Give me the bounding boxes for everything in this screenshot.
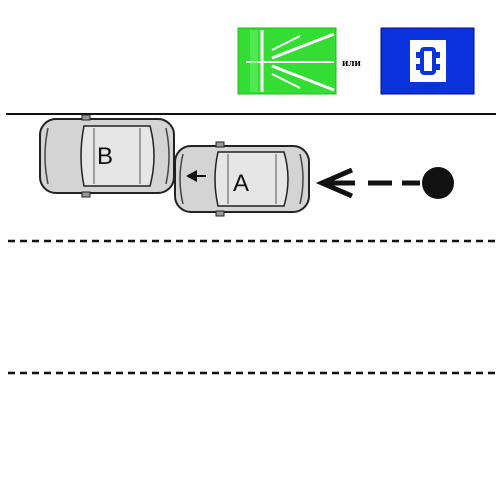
turn-signal-arrow-icon bbox=[186, 170, 206, 182]
green-sign-lane-lines bbox=[246, 30, 335, 92]
or-label: или bbox=[342, 57, 362, 69]
start-point-dot bbox=[422, 167, 454, 199]
car-a-label: A bbox=[233, 170, 249, 197]
movement-arrow bbox=[315, 167, 454, 199]
car-b-label: B bbox=[97, 143, 113, 170]
car-a: A bbox=[174, 141, 310, 217]
lane-direction-sign bbox=[237, 27, 337, 95]
arrow-head-icon bbox=[315, 167, 353, 199]
car-b: B bbox=[39, 114, 175, 198]
parking-sign bbox=[380, 27, 475, 95]
